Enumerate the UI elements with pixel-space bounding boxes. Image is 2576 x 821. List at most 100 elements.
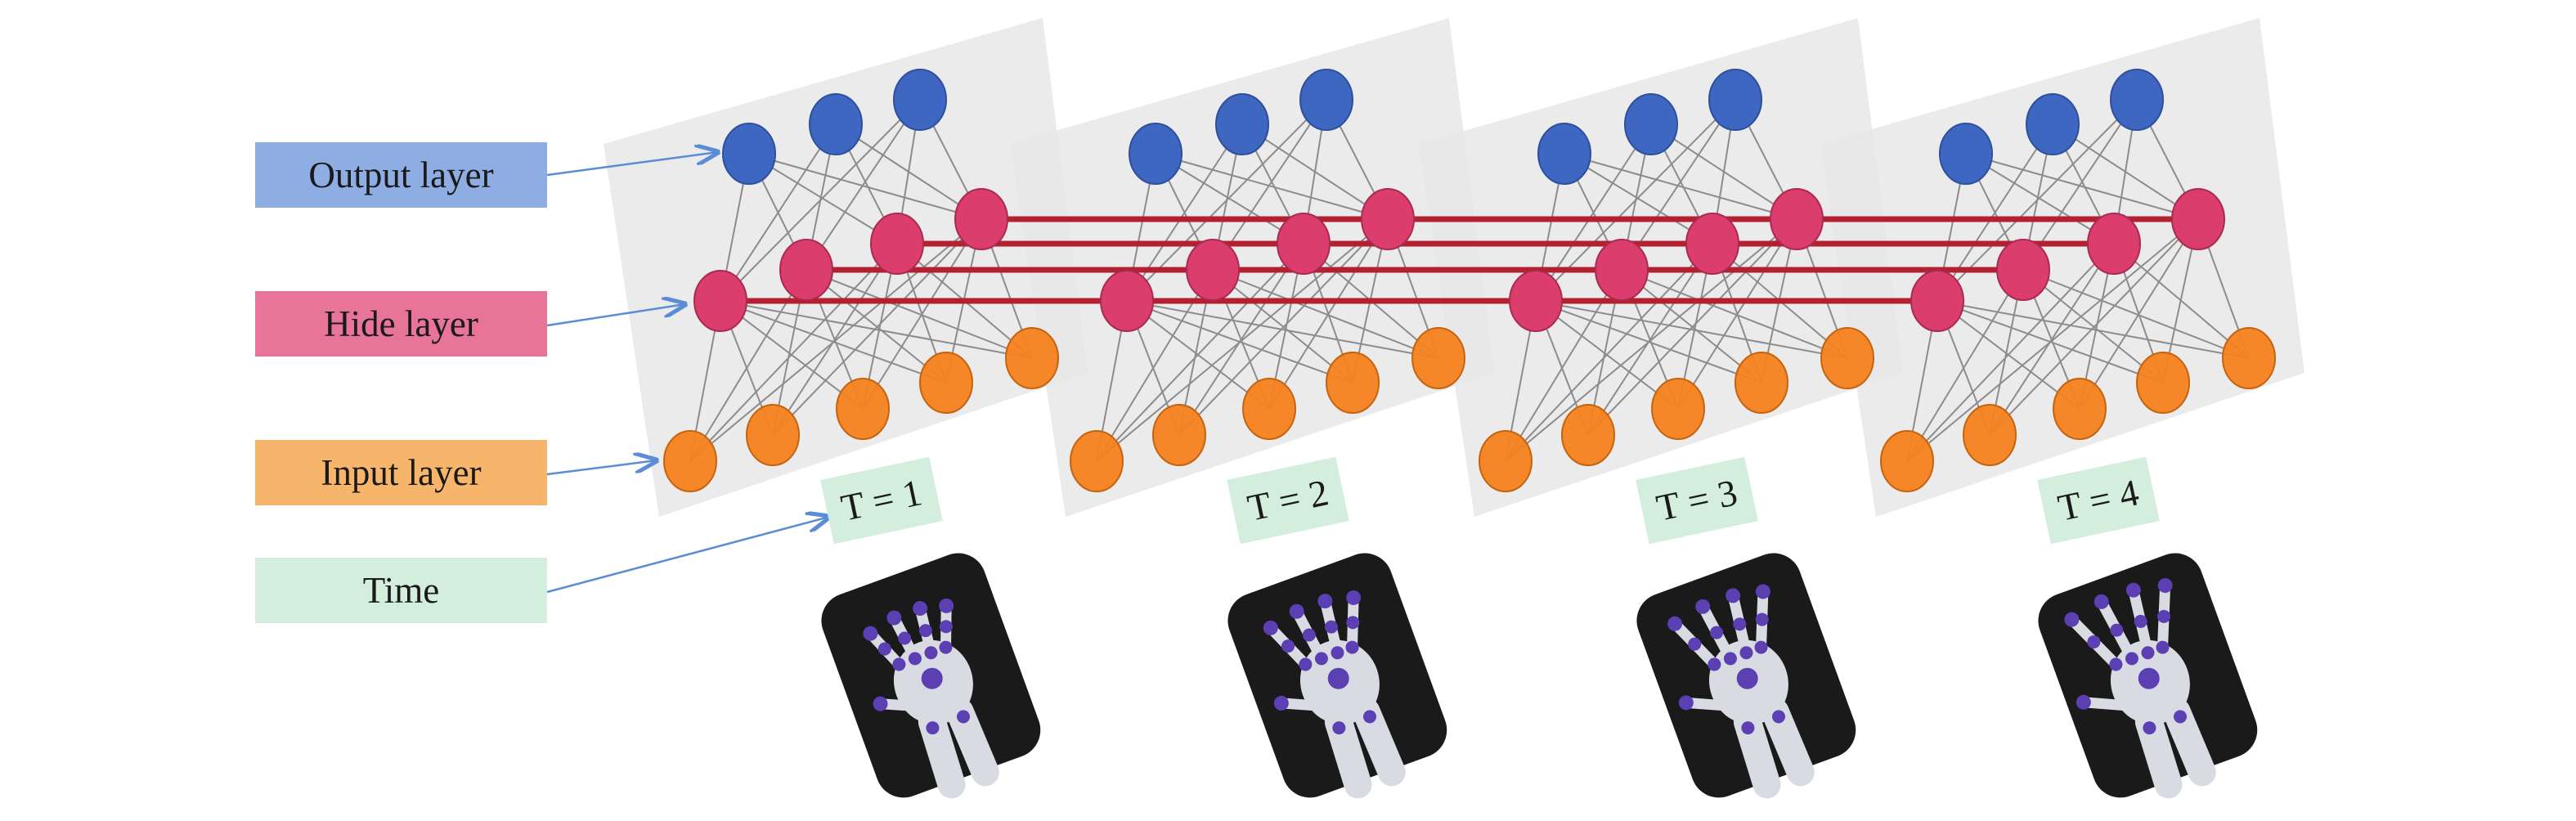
input-node [1411, 327, 1465, 389]
edge-input-hidden [689, 218, 982, 462]
input-node [836, 378, 890, 440]
output-node [1708, 69, 1762, 131]
hand-joint [2157, 578, 2173, 594]
output-node [1299, 69, 1353, 131]
edge-input-hidden [1535, 300, 1762, 384]
hand-joint [1346, 590, 1362, 605]
input-node [1152, 404, 1206, 466]
hand-joint [1771, 710, 1785, 724]
edge-input-hidden [1621, 269, 1848, 359]
hidden-node [1910, 270, 1964, 332]
edge-input-hidden [2113, 243, 2250, 359]
output-node [893, 69, 947, 131]
hand-joint [2125, 652, 2138, 666]
hand-joint [1695, 599, 1711, 614]
edge-hidden-output [1241, 123, 1389, 220]
hand-skeleton-icon [821, 553, 1041, 799]
hand-joint [939, 598, 954, 613]
input-node [1326, 352, 1380, 414]
hand-joint [2141, 646, 2155, 660]
arrow-to-input-layer [546, 460, 657, 476]
input-node [1735, 352, 1788, 414]
hand-joint [939, 640, 953, 654]
input-node [2136, 352, 2190, 414]
edge-hidden-output [1650, 123, 1797, 220]
edge-input-hidden [720, 300, 864, 410]
hand-joint [1299, 657, 1313, 671]
hand-joint [1755, 584, 1770, 599]
hand-skeleton-icon [1636, 553, 1856, 799]
edge-input-hidden [1535, 300, 1848, 359]
hand-joint [926, 721, 940, 735]
edge-input-hidden [1505, 218, 1797, 462]
input-node [663, 430, 717, 492]
edge-input-hidden [1212, 269, 1353, 384]
edge-input-hidden [806, 269, 947, 384]
edge-hidden-output [1965, 153, 2115, 245]
input-node [2053, 378, 2107, 440]
edge-hidden-output [1564, 153, 1713, 245]
hand-skeleton-icon [1227, 553, 1447, 799]
edge-input-hidden [1212, 269, 1439, 359]
hidden-node [1595, 239, 1649, 301]
hand-joint [1281, 639, 1295, 653]
hand-joint [1755, 612, 1769, 626]
edge-input-hidden [1906, 269, 2024, 462]
hand-joint [1289, 603, 1304, 619]
hand-joint [2087, 635, 2101, 649]
hand-joint [1708, 657, 1721, 671]
time-tag-1: T = 1 [820, 456, 943, 545]
output-node [809, 93, 863, 155]
hand-joint [2125, 582, 2141, 598]
hidden-node [1361, 188, 1415, 250]
edge-input-hidden [1126, 300, 1439, 359]
hand-joint [1327, 667, 1349, 689]
time-tag-4: T = 4 [2037, 456, 2160, 545]
hidden-node [693, 270, 747, 332]
legend-input-layer: Input layer [255, 440, 547, 505]
input-node [1242, 378, 1296, 440]
input-node [1479, 430, 1533, 492]
hand-joint [2156, 640, 2170, 654]
hand-joint [1739, 646, 1753, 660]
input-node [1561, 404, 1615, 466]
arrow-to-time-tag [546, 517, 829, 594]
input-node [1651, 378, 1705, 440]
edge-input-hidden [1126, 300, 1270, 410]
edge-input-hidden [1505, 243, 1713, 462]
hand-joint [898, 631, 912, 645]
hidden-node [779, 239, 833, 301]
hand-joint [877, 642, 891, 656]
hand-joint [1331, 646, 1344, 660]
input-node [1880, 430, 1934, 492]
edge-input-hidden [1906, 243, 2115, 462]
hand-joint [886, 610, 902, 626]
legend-hidden-layer: Hide layer [255, 291, 547, 357]
edge-input-hidden [1535, 300, 1679, 410]
edge-input-hidden [1096, 243, 1304, 462]
hidden-node [1996, 239, 2050, 301]
output-node [2110, 69, 2164, 131]
hand-joint [918, 624, 932, 638]
edge-input-hidden [1906, 218, 2199, 462]
hand-joint [1302, 628, 1316, 642]
hand-joint [1710, 626, 1724, 639]
hand-joint [1723, 652, 1737, 666]
edge-hidden-output [806, 99, 921, 271]
hand-joint [1345, 640, 1359, 654]
hand-joint [1667, 616, 1683, 631]
hand-bone [1681, 697, 1737, 711]
hand-joint [2094, 594, 2109, 609]
hand-joint [1324, 620, 1338, 634]
hand-joint [1741, 721, 1755, 735]
hand-joint [908, 652, 922, 666]
edge-input-hidden [1621, 269, 1762, 384]
arrow-to-hidden-layer [546, 304, 685, 327]
input-node [1963, 404, 2017, 466]
edge-input-hidden [1126, 300, 1353, 384]
edge-hidden-output [748, 153, 982, 220]
output-node [1129, 123, 1183, 185]
hand-joint [1726, 588, 1741, 603]
hand-joint [2076, 694, 2091, 710]
